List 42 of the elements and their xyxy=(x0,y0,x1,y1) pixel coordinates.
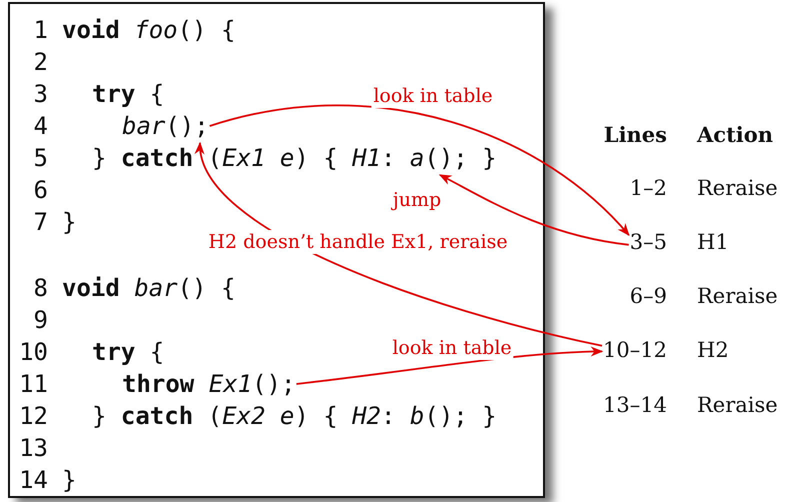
arrow xyxy=(438,174,629,246)
code-line: try { xyxy=(92,79,164,110)
code-line: void bar() { xyxy=(62,273,236,304)
column-header: Action xyxy=(697,121,774,149)
column-header: Lines xyxy=(604,121,667,149)
line-number: 6 xyxy=(34,175,48,206)
table-cell-text: Reraise xyxy=(697,283,778,310)
table-cell-text: H2 xyxy=(697,337,729,364)
code-line: } catch (Ex2 e) { H2: b(); } xyxy=(92,401,497,432)
edge-label: H2 doesn’t handle Ex1, reraise xyxy=(206,230,510,254)
table-cell-text: Reraise xyxy=(697,175,778,202)
line-number: 7 xyxy=(34,207,48,238)
code-line: void foo() { xyxy=(62,15,236,46)
arrow xyxy=(296,346,604,385)
table-cell: 3–5 xyxy=(630,228,667,256)
line-number: 1 xyxy=(34,15,48,46)
code-line: } xyxy=(62,465,76,496)
line-number: 14 xyxy=(19,465,48,496)
line-number: 12 xyxy=(19,401,48,432)
line-number: 9 xyxy=(34,305,48,336)
table-cell-text: 1–2 xyxy=(630,175,667,202)
code-panel xyxy=(8,2,545,498)
code-line: bar(); xyxy=(122,110,209,142)
code-line: } xyxy=(62,207,76,238)
table-cell-text: 6–9 xyxy=(630,283,667,310)
table-cell: 10–12 xyxy=(603,336,667,364)
line-number: 2 xyxy=(34,47,48,78)
table-cell-text: H1 xyxy=(697,229,729,256)
code-line: try { xyxy=(92,337,164,368)
arrow xyxy=(197,142,602,347)
table-cell-text: 13–14 xyxy=(603,392,667,419)
arrow xyxy=(209,104,630,236)
line-number: 4 xyxy=(34,111,48,142)
line-number: 13 xyxy=(19,433,48,464)
code-line: throw Ex1(); xyxy=(122,368,296,400)
line-number: 8 xyxy=(34,273,48,304)
table-cell-text: Reraise xyxy=(697,392,778,419)
line-number: 3 xyxy=(34,79,48,110)
line-number: 10 xyxy=(19,337,48,368)
line-number: 5 xyxy=(34,143,48,174)
code-line: } catch (Ex1 e) { H1: a(); } xyxy=(92,142,497,174)
line-number: 11 xyxy=(19,369,48,400)
